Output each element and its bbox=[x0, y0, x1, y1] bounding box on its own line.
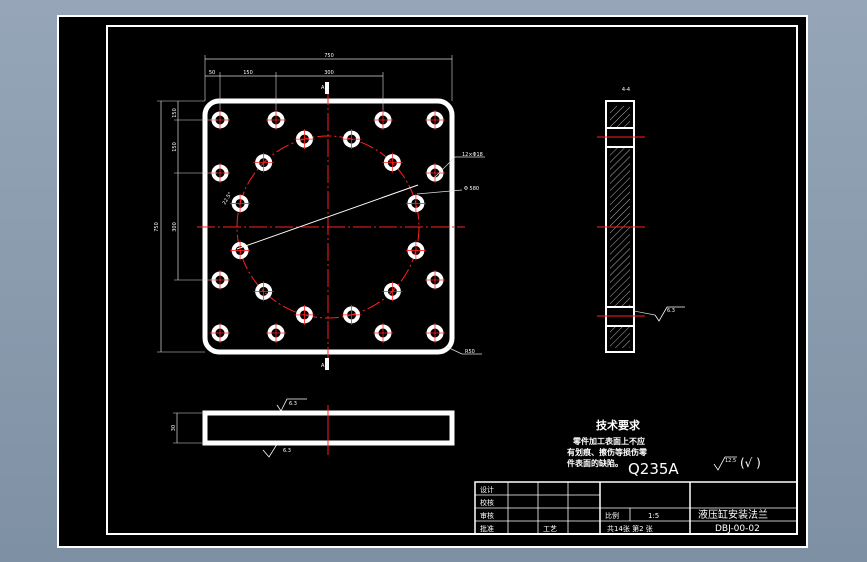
drawing-svg: 750 50 150 300 750 300 150 150 A A 12×Φ1… bbox=[57, 15, 808, 548]
general-rough-symbol bbox=[713, 456, 737, 471]
inner-frame bbox=[106, 25, 798, 535]
requirements-title: 技术要求 bbox=[596, 418, 641, 432]
tb-scale-label: 比例 bbox=[605, 511, 619, 520]
bottom-view: 30 6.3 6.3 bbox=[171, 398, 455, 458]
tb-drawing-no: DBJ-00-02 bbox=[715, 524, 760, 534]
bottom-thickness: 30 bbox=[171, 425, 177, 431]
technical-requirements: 技术要求 零件加工表面上不应 有划痕、擦伤等损伤零 件表面的缺陷。 Q235A … bbox=[567, 418, 761, 478]
angle-leader bbox=[236, 184, 419, 250]
tb-label-approve: 批准 bbox=[480, 524, 494, 533]
bottom-rough-top-symbol bbox=[276, 398, 307, 412]
title-block: 设计 校核 审核 批准 工艺 比例 1:5 共14张 第2 张 液压缸安装法兰 … bbox=[474, 481, 798, 535]
side-rough-symbol bbox=[654, 306, 685, 322]
material-label: Q235A bbox=[628, 460, 679, 478]
requirements-line-1: 零件加工表面上不应 bbox=[572, 436, 645, 446]
tb-part-name: 液压缸安装法兰 bbox=[698, 508, 768, 521]
holes-leader bbox=[433, 156, 456, 179]
dim-overall-width: 750 bbox=[324, 53, 334, 59]
holes-callout: 12×Φ18 bbox=[462, 152, 483, 158]
tb-scale-value: 1:5 bbox=[648, 512, 659, 520]
bolt-holes bbox=[210, 110, 445, 343]
hatch-top bbox=[610, 106, 630, 128]
tb-label-process: 工艺 bbox=[543, 525, 557, 533]
radius-leader bbox=[446, 346, 463, 355]
side-section-view: 4-4 6.3 bbox=[597, 87, 685, 353]
tb-label-check: 校核 bbox=[480, 498, 494, 507]
tb-sheets: 共14张 第2 张 bbox=[607, 524, 653, 533]
dim-height-top: 150 bbox=[172, 108, 178, 118]
dia-leader bbox=[416, 189, 463, 195]
dim-left-offset: 50 bbox=[209, 70, 215, 76]
tb-label-review: 审核 bbox=[480, 511, 494, 520]
dim-center-span: 300 bbox=[324, 70, 334, 76]
dim-height-overall: 750 bbox=[154, 222, 160, 232]
bottom-rough-top-value: 6.3 bbox=[289, 401, 297, 407]
tb-label-design: 设计 bbox=[480, 485, 494, 494]
section-mark-bottom: A bbox=[321, 363, 325, 369]
dim-height-mid: 300 bbox=[172, 222, 178, 232]
requirements-line-2: 有划痕、擦伤等损伤零 bbox=[567, 447, 648, 457]
section-mark-top: A bbox=[321, 85, 325, 91]
general-rough-value: 12.5 bbox=[725, 458, 736, 464]
side-rough-leader bbox=[633, 310, 656, 316]
side-view-label: 4-4 bbox=[622, 87, 630, 93]
cad-drawing-canvas[interactable]: 750 50 150 300 750 300 150 150 A A 12×Φ1… bbox=[57, 15, 808, 548]
section-mark-top-bar bbox=[325, 82, 329, 94]
dia-callout: Φ 580 bbox=[464, 186, 479, 192]
requirements-line-3: 件表面的缺陷。 bbox=[567, 458, 623, 468]
general-rough-paren: (√ ) bbox=[740, 456, 761, 470]
section-mark-bottom-bar bbox=[325, 358, 329, 370]
dim-height-top2: 150 bbox=[172, 142, 178, 152]
hatch-bottom bbox=[610, 326, 630, 348]
outer-frame bbox=[57, 15, 808, 548]
dim-hole-pitch: 150 bbox=[243, 70, 253, 76]
bottom-rough-bottom-symbol bbox=[262, 440, 301, 458]
bottom-rough-bottom-value: 6.3 bbox=[283, 448, 291, 454]
radius-callout: R50 bbox=[465, 349, 475, 355]
bolt-circle bbox=[236, 135, 420, 319]
side-rough-value: 6.3 bbox=[667, 308, 675, 314]
front-view: 750 50 150 300 750 300 150 150 A A 12×Φ1… bbox=[154, 53, 485, 370]
